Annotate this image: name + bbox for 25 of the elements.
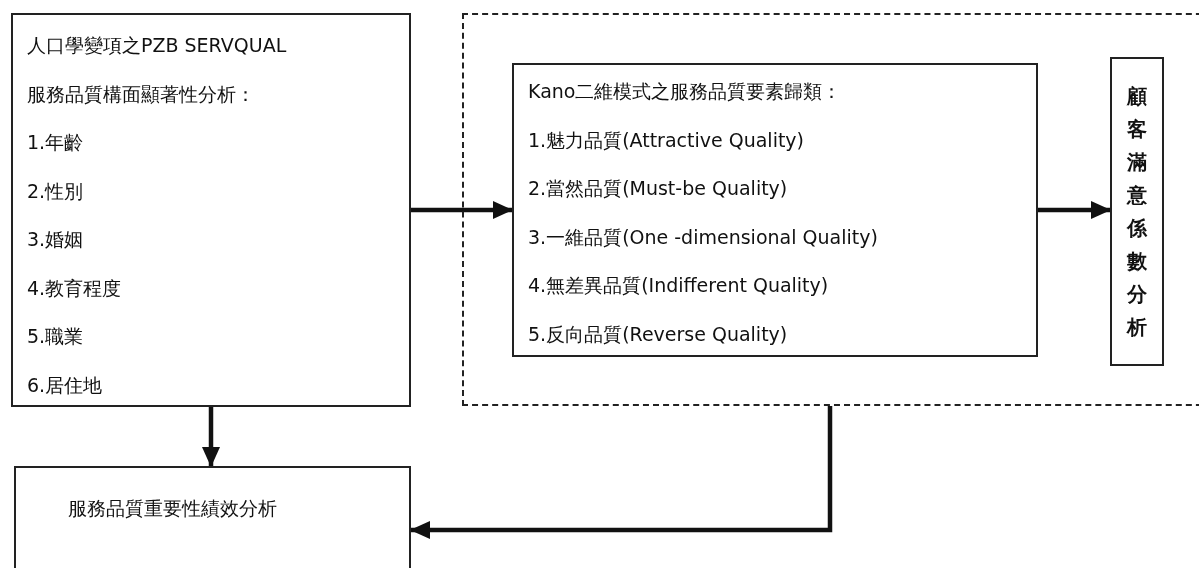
box-heading: Kano二維模式之服務品質要素歸類：	[528, 79, 842, 104]
arrow	[202, 407, 220, 467]
list-item: 5.職業	[27, 324, 84, 349]
list-item: 1.年齡	[27, 130, 84, 155]
box-label: 顧客滿意係數分析	[1126, 82, 1148, 341]
process-box	[11, 13, 411, 407]
list-item: 5.反向品質(Reverse Quality)	[528, 321, 788, 347]
arrow	[1038, 201, 1111, 219]
list-item: 2.性別	[27, 178, 84, 204]
box-heading: 人口學變項之PZB SERVQUAL	[27, 33, 287, 58]
list-item: 4.無差異品質(Indifferent Quality)	[528, 273, 829, 298]
list-item: 服務品質構面顯著性分析：	[27, 81, 255, 107]
list-item: 3.婚姻	[27, 227, 84, 252]
list-item: 6.居住地	[27, 372, 103, 398]
dashed-group-box	[462, 13, 1199, 406]
process-box	[1110, 57, 1164, 366]
box-label: 服務品質重要性績效分析	[68, 496, 277, 521]
list-item: 4.教育程度	[27, 275, 122, 301]
list-item: 1.魅力品質(Attractive Quality)	[528, 127, 804, 153]
process-box	[14, 466, 411, 568]
process-box	[512, 63, 1038, 357]
list-item: 3.一維品質(One -dimensional Quality)	[528, 224, 878, 250]
arrow	[411, 201, 513, 219]
arrow	[410, 406, 833, 539]
list-item: 2.當然品質(Must-be Quality)	[528, 176, 788, 201]
